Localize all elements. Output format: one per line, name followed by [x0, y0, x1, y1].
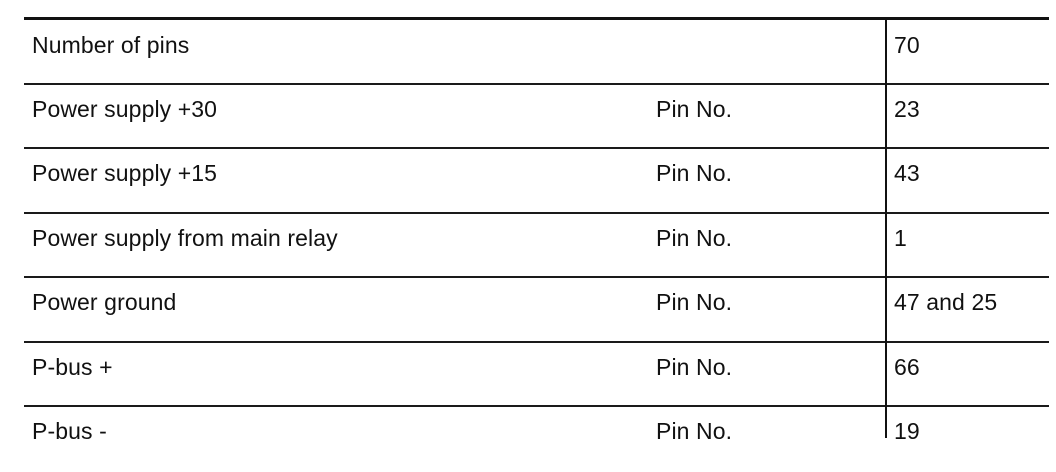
row-label: P-bus -: [32, 418, 107, 444]
table-row-p-bus-plus: P-bus + Pin No. 66: [24, 341, 1049, 405]
table-row-power-supply-main-relay: Power supply from main relay Pin No. 1: [24, 212, 1049, 276]
table-row-power-ground: Power ground Pin No. 47 and 25: [24, 276, 1049, 340]
row-divider: [24, 147, 1049, 149]
table-row-p-bus-minus: P-bus - Pin No. 19: [24, 405, 1049, 469]
row-unit: Pin No.: [656, 289, 733, 315]
row-unit: Pin No.: [656, 354, 733, 380]
row-divider: [24, 83, 1049, 85]
row-divider: [24, 341, 1049, 343]
row-unit: Pin No.: [656, 418, 733, 444]
row-value: 1: [894, 225, 907, 251]
row-value: 70: [894, 32, 920, 58]
row-label: Power supply +30: [32, 96, 218, 122]
value-column-divider: [885, 19, 887, 438]
row-value: 23: [894, 96, 920, 122]
row-value: 19: [894, 418, 920, 444]
row-divider: [24, 405, 1049, 407]
row-label: Number of pins: [32, 32, 190, 58]
row-unit: Pin No.: [656, 225, 733, 251]
table-row-power-supply-15: Power supply +15 Pin No. 43: [24, 147, 1049, 211]
table-row-power-supply-30: Power supply +30 Pin No. 23: [24, 83, 1049, 147]
row-unit: Pin No.: [656, 96, 733, 122]
row-divider: [24, 276, 1049, 278]
row-value: 66: [894, 354, 920, 380]
row-label: Power supply +15: [32, 160, 218, 186]
row-unit: Pin No.: [656, 160, 733, 186]
row-value: 43: [894, 160, 920, 186]
row-divider: [24, 212, 1049, 214]
table-row-number-of-pins: Number of pins 70: [24, 19, 1049, 83]
row-label: Power supply from main relay: [32, 225, 338, 251]
row-label: Power ground: [32, 289, 177, 315]
table-top-rule: [24, 17, 1049, 20]
row-value: 47 and 25: [894, 289, 998, 315]
row-label: P-bus +: [32, 354, 113, 380]
